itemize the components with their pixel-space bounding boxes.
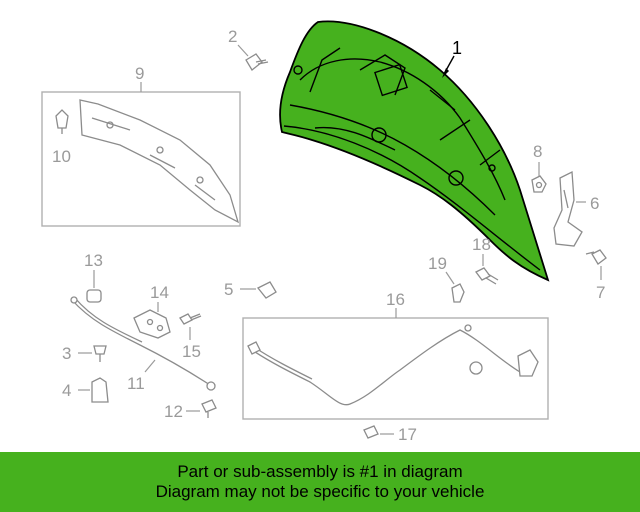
nut-8[interactable] [531, 175, 547, 193]
callout-3[interactable]: 3 [62, 344, 71, 363]
callout-10[interactable]: 10 [52, 147, 71, 166]
hood-insulator-9[interactable] [79, 99, 240, 224]
fitment-notice-banner: Part or sub-assembly is #1 in diagram Di… [0, 452, 640, 512]
callout-1[interactable]: 1 [452, 38, 462, 58]
callout-6[interactable]: 6 [590, 194, 599, 213]
bumper-13[interactable] [86, 289, 102, 303]
hood-panel[interactable] [279, 20, 550, 282]
grommet-3[interactable] [93, 345, 107, 362]
hood-hinge-14[interactable] [133, 309, 171, 339]
bolt-2[interactable] [245, 53, 269, 71]
screw-18[interactable] [475, 267, 499, 285]
callout-18[interactable]: 18 [472, 235, 491, 254]
clip-12[interactable] [201, 399, 217, 418]
callout-leader-11 [144, 359, 156, 373]
callout-arrowhead-1 [442, 68, 449, 78]
callout-15[interactable]: 15 [182, 342, 201, 361]
banner-line-disclaimer: Diagram may not be specific to your vehi… [155, 482, 485, 501]
hood-reinforcement-rib [309, 47, 501, 166]
callout-9[interactable]: 9 [135, 64, 144, 83]
clip-17[interactable] [363, 425, 379, 439]
callout-16[interactable]: 16 [386, 290, 405, 309]
clip-19[interactable] [451, 283, 465, 303]
callout-7[interactable]: 7 [596, 283, 605, 302]
banner-line-part-number: Part or sub-assembly is #1 in diagram [177, 462, 463, 481]
clip-10[interactable] [55, 109, 69, 134]
callout-14[interactable]: 14 [150, 283, 169, 302]
callout-4[interactable]: 4 [62, 381, 71, 400]
hood-access-hole [448, 170, 464, 186]
callout-5[interactable]: 5 [224, 280, 233, 299]
hood-prop-rod-11[interactable] [70, 296, 216, 391]
prop-rod-holder-4[interactable] [91, 377, 109, 403]
callout-17[interactable]: 17 [398, 425, 417, 444]
callout-leader-19 [445, 271, 455, 285]
callout-12[interactable]: 12 [164, 402, 183, 421]
callout-2[interactable]: 2 [228, 27, 237, 46]
callout-8[interactable]: 8 [533, 142, 542, 161]
release-cable-16[interactable] [247, 324, 539, 406]
hood-access-hole [488, 164, 496, 172]
hood-access-hole [371, 127, 387, 143]
callout-13[interactable]: 13 [84, 251, 103, 270]
hood-front-edge [283, 125, 541, 271]
hood-access-hole [293, 65, 303, 75]
callout-box-16 [242, 317, 549, 420]
callout-11[interactable]: 11 [127, 374, 145, 393]
bolt-15[interactable] [179, 313, 202, 325]
striker-6[interactable] [553, 170, 583, 247]
callout-19[interactable]: 19 [428, 254, 447, 273]
hood-latch-pocket [374, 63, 408, 97]
bolt-7[interactable] [585, 249, 607, 265]
bracket-5[interactable] [256, 281, 277, 299]
callout-leader-2 [237, 44, 249, 57]
exploded-parts-diagram: 1 2 9 10 8 6 13 18 19 5 14 7 16 15 3 11 … [41, 20, 607, 444]
